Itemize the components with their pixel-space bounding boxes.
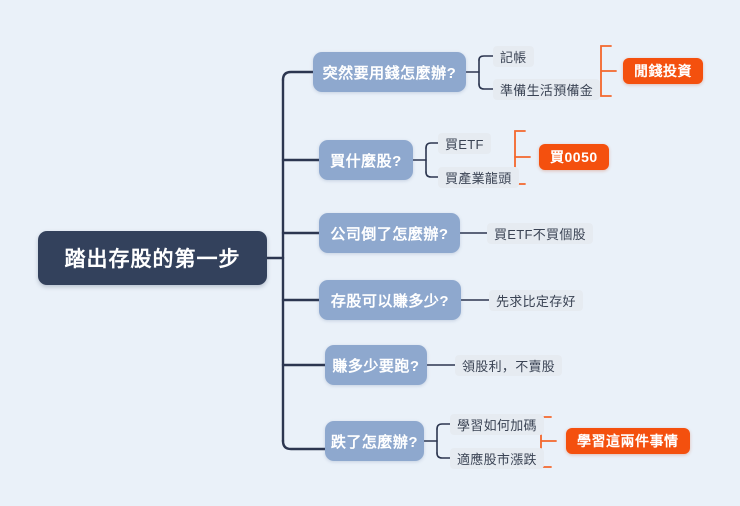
badge-node-3-label: 學習這兩件事情	[577, 433, 679, 449]
sub-arm-1a	[478, 55, 494, 61]
sub-connectors	[412, 55, 494, 459]
branch-node-4-label: 存股可以賺多少?	[330, 292, 450, 310]
leaf-node-4-1-label: 先求比定存好	[496, 294, 576, 309]
branch-node-6[interactable]: 跌了怎麼辦?	[325, 421, 424, 461]
orange-brackets	[514, 45, 617, 468]
sub-arm-6a	[436, 423, 451, 430]
leaf-node-4-1[interactable]: 先求比定存好	[489, 290, 583, 311]
branch-node-2[interactable]: 買什麼股?	[319, 140, 413, 180]
leaf-node-6-1-label: 學習如何加碼	[457, 418, 537, 433]
leaf-node-6-1[interactable]: 學習如何加碼	[450, 414, 544, 435]
branch-node-3-label: 公司倒了怎麼辦?	[330, 225, 449, 243]
branch-node-5-label: 賺多少要跑?	[332, 357, 420, 375]
branch-node-5[interactable]: 賺多少要跑?	[325, 345, 427, 385]
leaf-node-1-2-label: 準備生活預備金	[500, 83, 594, 98]
root-node-label: 踏出存股的第一步	[64, 248, 241, 271]
root-node[interactable]: 踏出存股的第一步	[38, 231, 267, 285]
leaf-node-6-2-label: 適應股市漲跌	[457, 452, 537, 467]
badge-node-2[interactable]: 買0050	[539, 144, 609, 170]
sub-arm-1b	[478, 83, 494, 90]
branch-node-6-label: 跌了怎麼辦?	[330, 433, 419, 451]
leaf-node-5-1[interactable]: 領股利，不賣股	[455, 355, 563, 376]
leaf-node-3-1[interactable]: 買ETF不買個股	[487, 223, 593, 244]
trunk-connectors	[265, 70, 327, 451]
badge-node-3[interactable]: 學習這兩件事情	[566, 428, 690, 454]
branch-node-1[interactable]: 突然要用錢怎麼辦?	[313, 52, 466, 92]
branch-node-2-label: 買什麼股?	[330, 152, 402, 170]
leaf-node-5-1-label: 領股利，不賣股	[462, 359, 556, 374]
leaf-node-2-2[interactable]: 買產業龍頭	[438, 167, 519, 188]
leaf-node-2-1[interactable]: 買ETF	[438, 133, 491, 154]
arm-branch-6	[281, 439, 327, 451]
badge-node-2-label: 買0050	[550, 149, 598, 165]
badge-node-1[interactable]: 閒錢投資	[623, 58, 703, 84]
leaf-node-2-1-label: 買ETF	[445, 137, 484, 152]
badge-node-1-label: 閒錢投資	[634, 63, 692, 79]
sub-arm-2b	[425, 171, 439, 178]
orange-bracket-1	[600, 45, 612, 97]
branch-node-1-label: 突然要用錢怎麼辦?	[322, 64, 457, 82]
branch-node-3[interactable]: 公司倒了怎麼辦?	[319, 213, 460, 253]
arm-branch-1	[281, 70, 315, 82]
branch-node-4[interactable]: 存股可以賺多少?	[319, 280, 461, 320]
leaf-node-6-2[interactable]: 適應股市漲跌	[450, 448, 544, 469]
sub-arm-2a	[425, 142, 439, 149]
leaf-node-2-2-label: 買產業龍頭	[445, 171, 512, 186]
sub-arm-6b	[436, 452, 451, 459]
leaf-node-1-1[interactable]: 記帳	[493, 46, 534, 67]
leaf-node-1-2[interactable]: 準備生活預備金	[493, 79, 601, 100]
leaf-node-1-1-label: 記帳	[500, 50, 527, 65]
leaf-node-3-1-label: 買ETF不買個股	[494, 227, 586, 242]
